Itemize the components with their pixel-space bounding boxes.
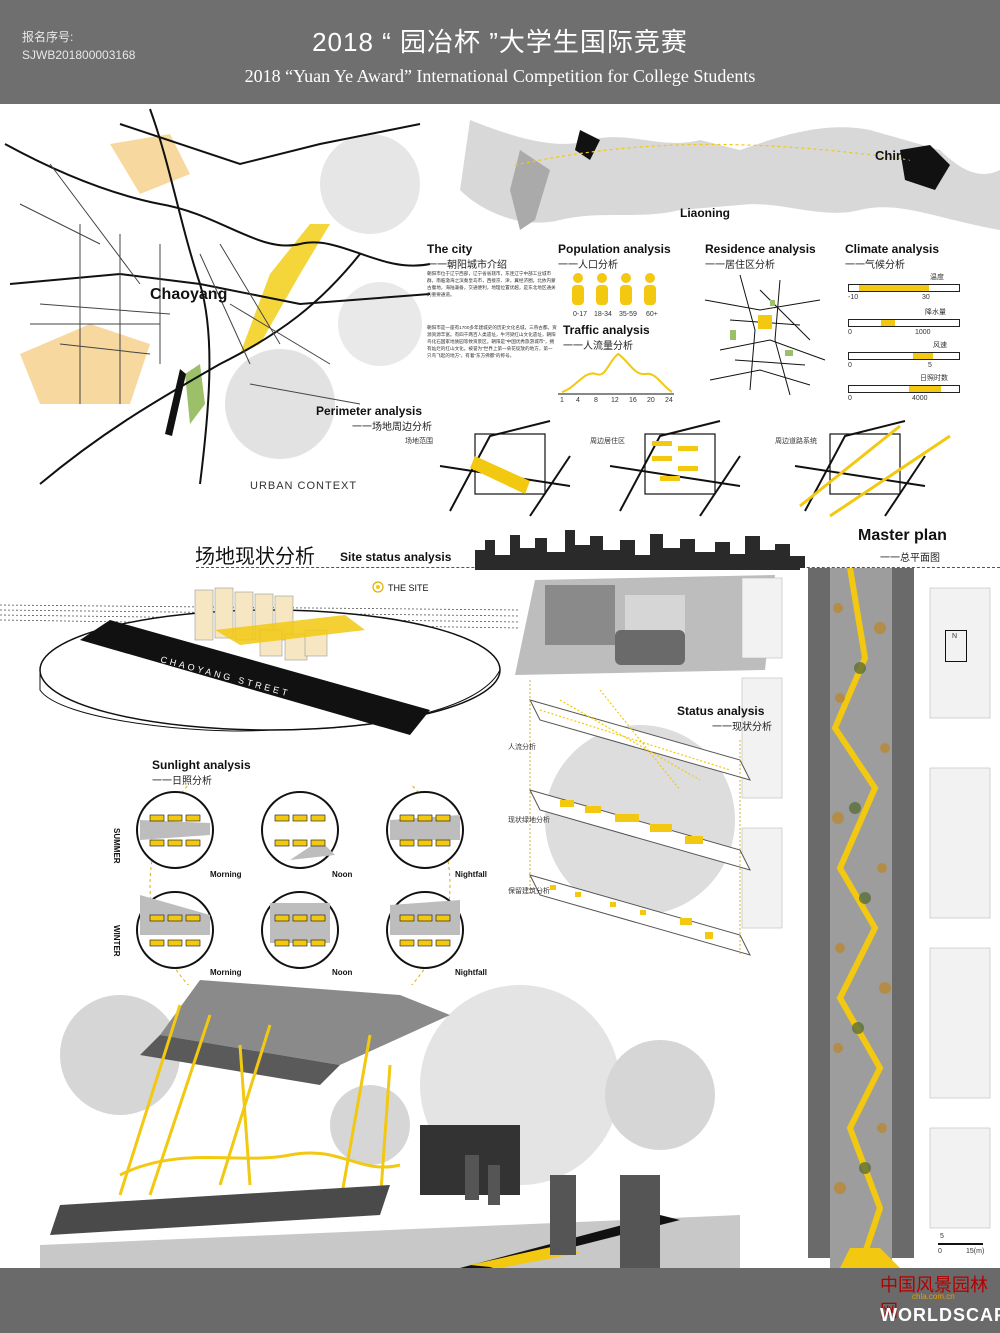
climate-sun-bar [848, 385, 960, 393]
summer-noon: Noon [332, 870, 353, 879]
perimeter-label-1: 场地范围 [405, 438, 433, 445]
perspective-render [40, 980, 740, 1268]
master-plan-subtitle: 一一总平面图 [880, 553, 940, 564]
site-status-title-en: Site status analysis [340, 550, 452, 564]
status-layer-3: 保留建筑分析 [508, 888, 550, 895]
population-group-2: 18-34 [594, 311, 612, 318]
master-plan-title: Master plan [858, 527, 947, 544]
city-intro-subtitle: 一一朝阳城市介绍 [427, 260, 507, 271]
status-analysis-title: Status analysis [677, 704, 765, 718]
traffic-tick-5: 16 [629, 397, 637, 404]
status-layer-2: 现状绿地分析 [508, 817, 550, 824]
perimeter-diagrams [439, 420, 951, 518]
perimeter-subtitle: 一一场地周边分析 [352, 422, 432, 433]
residence-subtitle: 一一居住区分析 [705, 260, 775, 271]
summer-label: SUMMER [112, 828, 121, 864]
residence-map [704, 274, 826, 396]
title-english: 2018 “Yuan Ye Award” International Compe… [244, 66, 756, 86]
city-intro-paragraph-1: 朝阳市位于辽宁西部，辽宁省省辖市，东连辽宁中部工业城市群，南临渤海之滨秦皇岛市，… [427, 271, 556, 297]
perimeter-title: Perimeter analysis [316, 404, 423, 418]
site-photo [515, 575, 775, 675]
population-subtitle: 一一人口分析 [558, 260, 618, 271]
climate-wind-bar [848, 352, 960, 360]
climate-rain-max: 1000 [915, 329, 931, 336]
summer-nightfall: Nightfall [455, 870, 487, 879]
master-plan-drawing [741, 568, 991, 1268]
north-label: N [952, 633, 958, 640]
winter-noon: Noon [332, 968, 353, 977]
traffic-tick-1: 1 [560, 397, 564, 404]
urban-context-map: Chaoyang URBAN CONTEXT [0, 104, 440, 524]
climate-wind-min: 0 [848, 362, 852, 369]
climate-temp-min: -10 [848, 294, 859, 301]
urban-context-label: URBAN CONTEXT [250, 480, 357, 492]
climate-temp-bar [848, 284, 960, 292]
site-axonometric: THE SITE CHAOYANG STREET [0, 581, 520, 735]
liaoning-label: Liaoning [680, 206, 730, 220]
population-icons [572, 273, 656, 305]
climate-wind-max: 5 [928, 362, 932, 369]
world-map: China Liaoning [460, 120, 1000, 230]
population-group-4: 60+ [646, 311, 658, 318]
traffic-title: Traffic analysis [563, 323, 650, 337]
north-arrow [945, 630, 967, 662]
perimeter-label-2: 周边居住区 [590, 438, 625, 445]
watermark-cn: 中国风景园林网 [880, 1275, 988, 1322]
climate-sun-max: 4000 [912, 395, 928, 402]
climate-rain-label: 降水量 [925, 309, 946, 316]
status-layers [529, 680, 751, 956]
status-layer-1: 人流分析 [508, 744, 536, 751]
footer-bar [0, 1268, 1000, 1333]
sunlight-title: Sunlight analysis [152, 758, 251, 772]
registration-label: 报名序号: [22, 30, 74, 44]
china-label: China [875, 148, 912, 163]
city-label: Chaoyang [150, 286, 227, 303]
status-analysis-subtitle: 一一现状分析 [712, 722, 772, 733]
climate-sun-label: 日照时数 [920, 375, 948, 382]
scale-0: 0 [938, 1248, 942, 1255]
registration-number: SJWB201800003168 [22, 48, 136, 62]
traffic-tick-4: 12 [611, 397, 619, 404]
climate-temp-max: 30 [922, 294, 930, 301]
scale-15: 15(m) [966, 1248, 985, 1255]
city-skyline [475, 530, 805, 570]
population-group-3: 35-59 [619, 311, 637, 318]
watermark-en: WORLDSCAPE [880, 1305, 1000, 1325]
population-title: Population analysis [558, 242, 671, 256]
header-bar [0, 0, 1000, 104]
climate-wind-label: 风速 [933, 342, 947, 349]
the-site-label: THE SITE [388, 583, 429, 593]
traffic-tick-7: 24 [665, 397, 673, 404]
climate-rain-bar [848, 319, 960, 327]
sunlight-subtitle: 一一日照分析 [152, 776, 212, 787]
scale-bar [938, 1243, 983, 1245]
site-status-title-cn: 场地现状分析 [195, 546, 315, 568]
winter-nightfall: Nightfall [455, 968, 487, 977]
climate-rain-min: 0 [848, 329, 852, 336]
climate-sun-min: 0 [848, 395, 852, 402]
perimeter-label-3: 周边道路系统 [775, 438, 817, 445]
watermark-url: chla.com.cn [912, 1292, 955, 1301]
traffic-chart [558, 352, 674, 395]
winter-label: WINTER [112, 925, 121, 957]
city-intro-paragraph-2: 朝阳市是一座有1700多年建城史的历史文化名城，三燕古都。资源资源丰富。有四千两… [427, 325, 557, 358]
traffic-tick-2: 4 [576, 397, 580, 404]
scale-5: 5 [940, 1233, 944, 1240]
traffic-tick-3: 8 [594, 397, 598, 404]
climate-temp-label: 温度 [930, 274, 944, 281]
city-intro-title: The city [427, 242, 473, 256]
residence-title: Residence analysis [705, 242, 816, 256]
sunlight-diagrams [136, 785, 464, 985]
population-group-1: 0-17 [573, 311, 588, 318]
traffic-subtitle: 一一人流量分析 [563, 341, 633, 352]
summer-morning: Morning [210, 870, 242, 879]
traffic-tick-6: 20 [647, 397, 655, 404]
climate-subtitle: 一一气候分析 [845, 260, 905, 271]
winter-morning: Morning [210, 968, 242, 977]
title-chinese: 2018 “ 园冶杯 ”大学生国际竞赛 [312, 27, 688, 57]
climate-title: Climate analysis [845, 242, 940, 256]
